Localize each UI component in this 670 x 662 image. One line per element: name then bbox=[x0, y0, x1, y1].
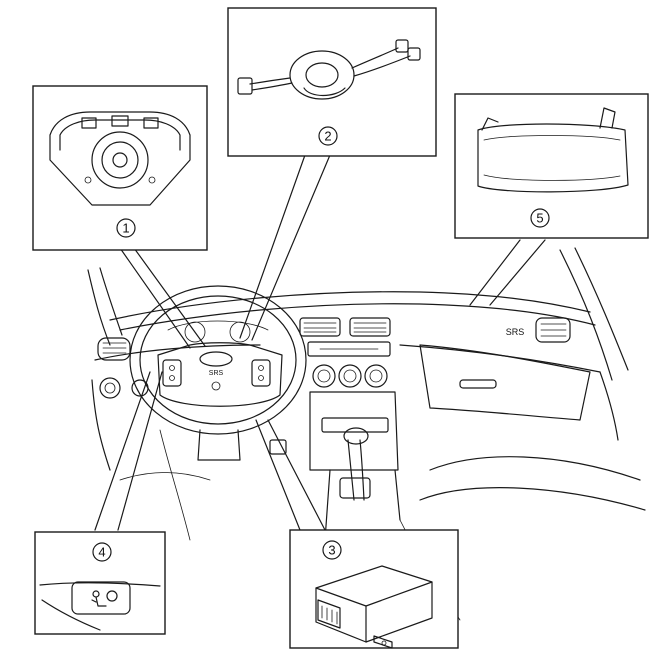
steering-wheel: SRS bbox=[129, 285, 307, 461]
callout-2-number: 2 bbox=[324, 129, 331, 144]
airbag-warning-icon bbox=[91, 590, 118, 607]
dashboard-illustration: SRS bbox=[87, 247, 646, 621]
callout-5-circle bbox=[530, 208, 550, 228]
callout-box-2: 2 bbox=[227, 7, 437, 157]
callout-3-number: 3 bbox=[328, 543, 335, 558]
wheel-srs-label: SRS bbox=[209, 370, 224, 377]
callout-box-1: 1 bbox=[32, 85, 208, 251]
callout-3-circle bbox=[322, 540, 342, 560]
callout-box-5: 5 bbox=[454, 93, 649, 239]
callout-box-4: 4 bbox=[34, 531, 166, 635]
callout-box-3: 3 bbox=[289, 529, 459, 649]
callout-1-number: 1 bbox=[122, 221, 129, 236]
callout-2-circle bbox=[318, 126, 338, 146]
dash-srs-label: SRS bbox=[506, 327, 525, 337]
callout-1-circle bbox=[116, 218, 136, 238]
callout-4-number: 4 bbox=[98, 545, 105, 560]
callout-5-number: 5 bbox=[536, 211, 543, 226]
callout-4-circle bbox=[92, 542, 112, 562]
leader-lines bbox=[94, 154, 546, 531]
